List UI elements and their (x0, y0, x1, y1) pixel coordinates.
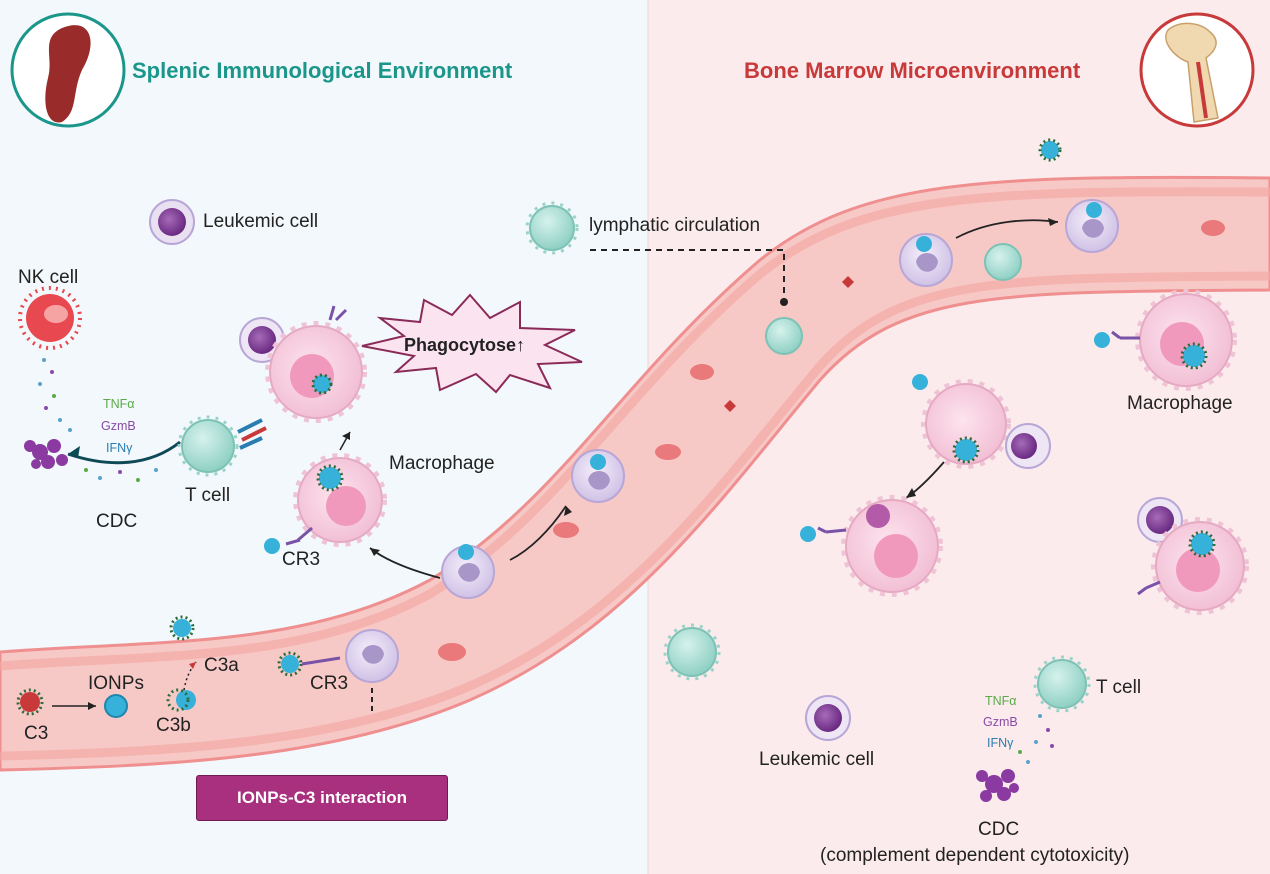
label-nk-cell: NK cell (18, 267, 79, 288)
cytokine-dots-left (38, 358, 158, 482)
label-cdc-left: CDC (96, 511, 138, 532)
label-phagocytose: Phagocytose↑ (404, 336, 525, 354)
nk-cell (18, 286, 82, 350)
label-ionps: IONPs (88, 673, 144, 694)
t-cell-right (1033, 655, 1091, 713)
label-t-cell-left: T cell (185, 485, 231, 506)
label-leukemic-cell-right: Leukemic cell (759, 749, 875, 770)
leukemic-cell-legend (149, 199, 195, 245)
arrow-up-icon: ↑ (516, 335, 526, 355)
lysed-cell-right (976, 769, 1019, 802)
c3b-complex (166, 688, 196, 712)
macrophage-upper-left (239, 305, 367, 423)
blood-vessel (0, 175, 1270, 772)
monocyte-vessel-3 (899, 233, 953, 287)
monocyte-vessel-4 (1065, 199, 1119, 253)
c3-molecule (16, 688, 44, 716)
lymphatic-legend-cell (525, 201, 579, 255)
cytokine-dots-right (1018, 714, 1054, 764)
macrophage-mid-left (264, 453, 387, 554)
title-splenic: Splenic Immunological Environment (132, 58, 513, 83)
label-gzmb-right: GzmB (983, 715, 1018, 729)
t-cell-right-free (663, 623, 721, 681)
label-c3a: C3a (204, 655, 239, 676)
label-tnf-left: TNFα (103, 397, 135, 411)
label-lymphatic-circulation: lymphatic circulation (589, 215, 761, 236)
label-cdc-right: CDC (978, 819, 1020, 840)
t-cell-left (177, 415, 239, 477)
phagocytose-text: Phagocytose (404, 335, 517, 355)
ionp-particle (104, 694, 128, 718)
label-macrophage-left: Macrophage (389, 453, 495, 474)
macrophage-right-top (1094, 289, 1237, 391)
label-cr3-upper: CR3 (282, 549, 321, 570)
ionps-c3-interaction-badge: IONPs-C3 interaction (196, 775, 448, 821)
macrophage-right-middle (912, 374, 1051, 469)
label-macrophage-right: Macrophage (1127, 393, 1233, 414)
label-t-cell-right: T cell (1096, 677, 1142, 698)
label-c3: C3 (24, 723, 49, 744)
spleen-icon (10, 12, 126, 128)
macrophage-right-engulfing (800, 495, 943, 597)
label-cr3-lower: CR3 (310, 673, 349, 694)
monocyte-vessel-1 (441, 544, 495, 599)
t-cell-vessel (765, 317, 803, 355)
c3-cluster-top (1038, 138, 1062, 162)
receptor-bars (237, 418, 267, 450)
label-cdc-full: (complement dependent cytotoxicity) (820, 845, 1130, 866)
cdc-arrow-left (67, 440, 181, 465)
monocyte-vessel-lower (345, 629, 399, 683)
label-c3b: C3b (156, 715, 191, 736)
c3-cr3-complex (277, 651, 341, 677)
label-tnf-right: TNFα (985, 694, 1017, 708)
c3-outside-vessel (169, 615, 195, 641)
macrophage-right-bottom (1137, 497, 1249, 615)
phagocytose-burst (361, 293, 583, 394)
bone-icon (1139, 12, 1255, 128)
label-gzmb-left: GzmB (101, 419, 136, 433)
monocyte-vessel-2 (571, 449, 625, 503)
t-cell-vessel-2 (984, 243, 1022, 281)
lysed-cell-left (24, 439, 68, 469)
label-ifn-left: IFNγ (106, 441, 133, 455)
arrow-c3b-to-c3a (183, 661, 197, 691)
title-bone-marrow: Bone Marrow Microenvironment (744, 58, 1081, 83)
leukemic-cell-right (805, 695, 851, 741)
label-leukemic-cell-left: Leukemic cell (203, 211, 319, 232)
label-ifn-right: IFNγ (987, 736, 1014, 750)
